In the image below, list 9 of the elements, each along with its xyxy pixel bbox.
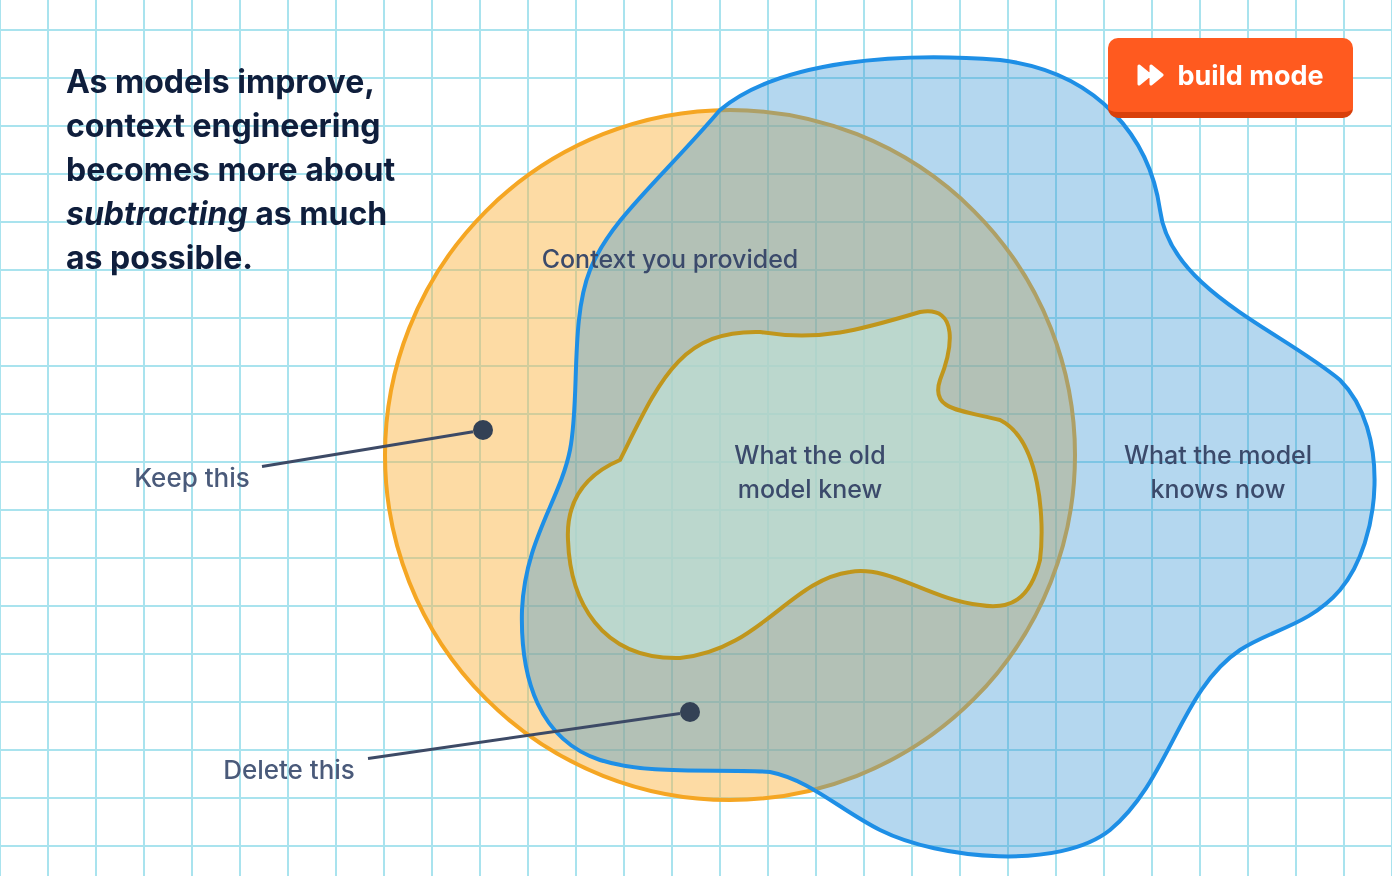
dot-marker xyxy=(473,420,493,440)
region-label: What the model knows now xyxy=(1122,439,1314,506)
callout-label: Delete this xyxy=(210,752,368,788)
leader-line xyxy=(261,430,474,468)
callout-label: Keep this xyxy=(122,460,262,496)
leader-line xyxy=(367,711,681,761)
headline-text: As models improve, context engineering becomes more about subtracting as much as possible. xyxy=(66,61,397,279)
region-label: What the old model knew xyxy=(733,439,887,506)
mode-button: build mode xyxy=(1108,38,1353,118)
